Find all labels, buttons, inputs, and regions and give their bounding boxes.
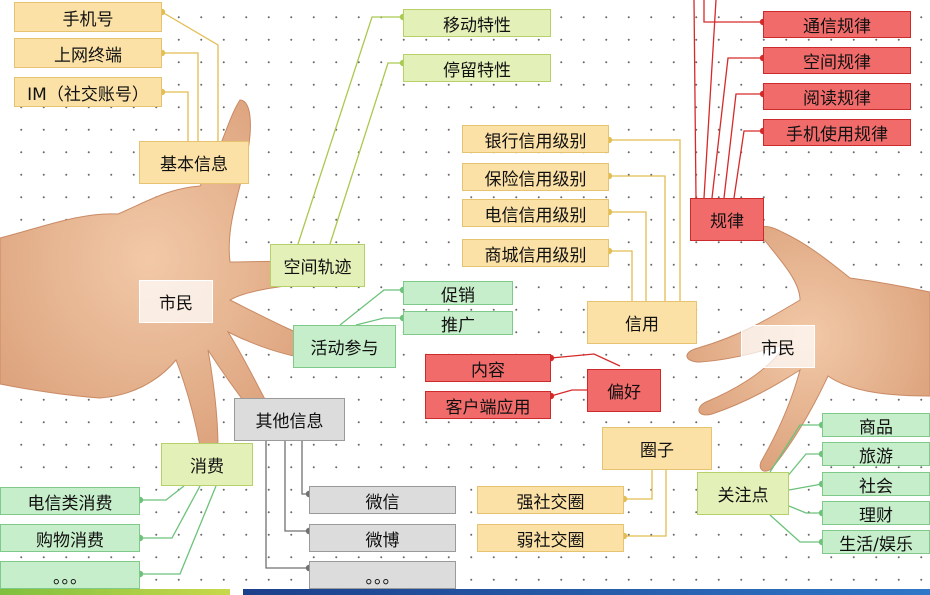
connector-line: [162, 91, 189, 141]
node-reading-rule: 阅读规律: [763, 83, 911, 110]
connector-line: [162, 52, 199, 141]
node-travel: 旅游: [822, 442, 930, 467]
node-activity-participation: 活动参与: [293, 325, 396, 368]
connector-line: [785, 453, 822, 479]
connector-line: [550, 353, 621, 367]
node-society: 社会: [822, 472, 930, 497]
node-consumption: 消费: [161, 443, 253, 486]
node-weak-social-circle: 弱社交圈: [477, 524, 624, 552]
node-strong-social-circle: 强社交圈: [477, 486, 624, 514]
node-finance: 理财: [822, 501, 930, 526]
node-wechat: 微信: [309, 486, 456, 514]
connector-line: [297, 16, 403, 245]
node-other-ellipsis: 。。。: [309, 561, 456, 589]
node-circles: 圈子: [602, 427, 712, 470]
node-shopping-consumption: 购物消费: [0, 524, 140, 552]
connector-line: [711, 57, 763, 199]
connector-line: [769, 424, 822, 473]
connector-line: [703, 0, 717, 199]
node-spatial-trajectory: 空间轨迹: [270, 244, 365, 287]
node-internet-terminal: 上网终端: [14, 38, 162, 68]
connector-line: [140, 485, 217, 575]
connector-line: [723, 93, 763, 199]
node-spatial-rule: 空间规律: [763, 47, 911, 74]
node-weibo: 微博: [309, 524, 456, 552]
node-life-entertainment: 生活/娱乐: [822, 530, 930, 555]
connector-line: [550, 389, 587, 397]
node-phone-number: 手机号: [14, 2, 162, 32]
connector-line: [788, 505, 822, 514]
node-stay-feature: 停留特性: [403, 54, 551, 82]
bottom-accent-bar-right: [243, 589, 930, 595]
node-other-info: 其他信息: [234, 398, 345, 441]
connector-line: [284, 441, 309, 532]
connector-line: [301, 441, 309, 495]
node-citizen-right: 市民: [741, 325, 815, 368]
connector-line: [703, 0, 763, 23]
connector-line: [609, 250, 633, 301]
connector-line: [624, 470, 667, 537]
connector-line: [624, 470, 653, 500]
connector-line: [609, 139, 681, 301]
node-basic-info: 基本信息: [139, 141, 249, 184]
node-content: 内容: [425, 354, 551, 382]
node-phone-usage-rule: 手机使用规律: [763, 119, 911, 146]
connector-line: [769, 514, 822, 543]
node-preference: 偏好: [587, 369, 661, 412]
node-marketing: 推广: [403, 311, 513, 336]
connector-line: [355, 317, 403, 326]
connector-line: [609, 211, 647, 301]
node-communication-rule: 通信规律: [763, 11, 911, 38]
node-insurance-credit: 保险信用级别: [462, 163, 609, 191]
node-citizen-left: 市民: [139, 280, 213, 323]
connector-line: [161, 11, 219, 141]
node-rules: 规律: [690, 198, 764, 241]
bottom-accent-bar-left: [0, 589, 230, 595]
node-bank-credit: 银行信用级别: [462, 125, 609, 153]
connector-line: [329, 62, 403, 245]
connector-line: [693, 0, 697, 199]
node-credit: 信用: [587, 301, 697, 344]
node-promotion: 促销: [403, 281, 513, 306]
node-telecom-consumption: 电信类消费: [0, 487, 140, 515]
connector-line: [265, 441, 309, 569]
connector-line: [788, 483, 823, 491]
node-client-app: 客户端应用: [425, 391, 551, 419]
node-goods: 商品: [822, 413, 930, 438]
connector-line: [609, 175, 666, 301]
connector-line: [339, 289, 403, 326]
node-im-account: IM（社交账号）: [14, 77, 162, 107]
node-focus-points: 关注点: [697, 472, 789, 515]
connector-line: [140, 485, 201, 539]
connector-line: [140, 485, 185, 501]
node-mall-credit: 商城信用级别: [462, 239, 609, 267]
node-telecom-credit: 电信信用级别: [462, 199, 609, 227]
connector-line: [733, 130, 763, 199]
node-movement-feature: 移动特性: [403, 9, 551, 37]
node-consumption-ellipsis: 。。。: [0, 561, 140, 589]
